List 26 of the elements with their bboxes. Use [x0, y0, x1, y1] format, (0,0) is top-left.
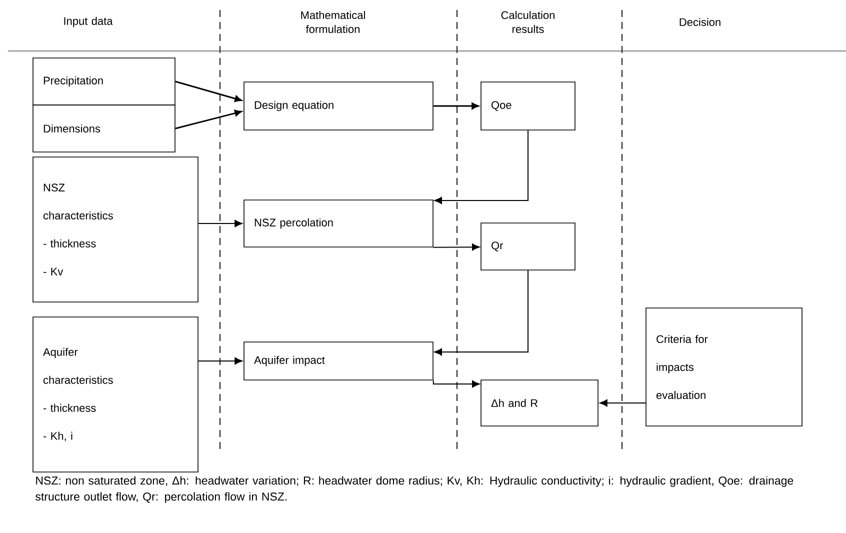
- arrow: [198, 357, 242, 365]
- column-header: Input data: [64, 16, 113, 28]
- result-box: Qoe: [480, 82, 576, 130]
- column-header: Calculation results: [501, 10, 554, 34]
- arrow: [175, 110, 242, 130]
- column-header: Mathematical formulation: [301, 10, 365, 34]
- input-box: NSZ characteristics - thickness - Kv: [32, 156, 198, 302]
- input-box: Dimensions: [32, 104, 176, 152]
- arrow: [175, 80, 242, 102]
- arrow: [432, 244, 480, 251]
- arrow: [434, 130, 528, 204]
- result-box: Qr: [480, 222, 576, 270]
- input-box: Precipitation: [32, 58, 176, 106]
- result-box: Δh and R: [480, 380, 598, 426]
- arrow: [434, 270, 528, 356]
- arrow: [198, 220, 242, 228]
- process-box: Aquifer impact: [244, 342, 434, 380]
- process-box: NSZ percolation: [244, 200, 434, 248]
- column-header: Decision: [680, 18, 720, 26]
- arrow: [433, 102, 479, 110]
- input-box: Aquifer characteristics - thickness - Kh, i: [32, 316, 198, 472]
- arrow: [432, 380, 480, 388]
- caption: NSZ: non saturated zone, Δh: headwater variation; R: headwater dome radius; Kv, Kh: Hydraulic conductivity; i: hydraulic gradient, Qoe: drainage structure outlet flow, Qr: percolation flow in NSZ.: [36, 476, 794, 503]
- arrow: [600, 399, 646, 407]
- process-box: Design equation: [244, 82, 434, 130]
- criteria-box: Criteria for impacts evaluation: [646, 308, 802, 426]
